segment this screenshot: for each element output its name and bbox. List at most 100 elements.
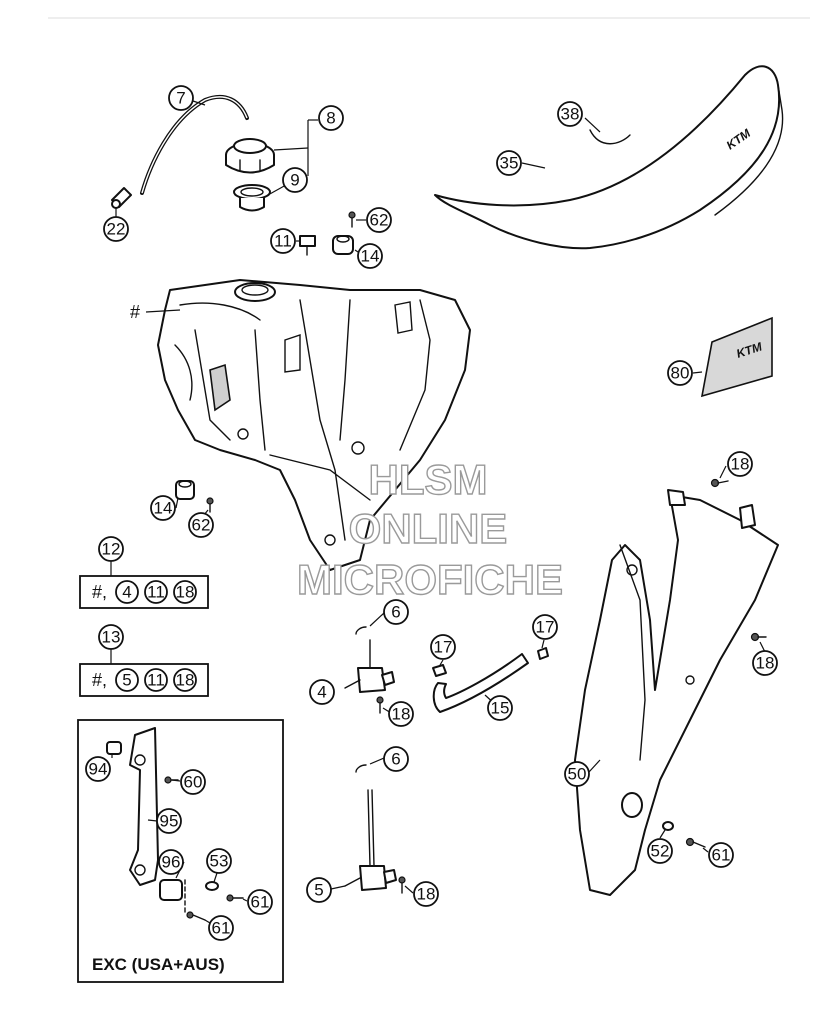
rubber-buffer xyxy=(159,879,183,901)
callout-6-lower: 6 xyxy=(383,746,409,772)
svg-text:#,: #, xyxy=(92,670,107,690)
panel-screw-top xyxy=(710,478,729,488)
small-screw xyxy=(348,211,356,228)
svg-text:95: 95 xyxy=(160,812,179,831)
svg-text:MICROFICHE: MICROFICHE xyxy=(297,556,563,603)
callout-61-lower: 61 xyxy=(208,915,234,941)
svg-text:ONLINE: ONLINE xyxy=(349,505,508,552)
svg-text:6: 6 xyxy=(391,750,400,769)
svg-text:15: 15 xyxy=(491,699,510,718)
exc-box: EXC (USA+AUS) xyxy=(77,719,284,983)
callout-60: 60 xyxy=(180,769,206,795)
fuel-tap-lower xyxy=(344,764,397,891)
svg-text:18: 18 xyxy=(176,583,195,602)
callout-95: 95 xyxy=(156,808,182,834)
svg-text:94: 94 xyxy=(89,760,108,779)
svg-text:22: 22 xyxy=(107,220,126,239)
breather-hose xyxy=(140,94,249,195)
svg-text:18: 18 xyxy=(417,885,436,904)
callout-14-lower: 14 xyxy=(150,495,176,521)
ktm-sticker: KTM xyxy=(700,316,773,398)
svg-text:18: 18 xyxy=(756,654,775,673)
rubber-bush xyxy=(332,235,354,255)
svg-text:14: 14 xyxy=(361,247,380,266)
svg-text:4: 4 xyxy=(122,583,131,602)
mount-screw xyxy=(299,235,316,256)
svg-text:50: 50 xyxy=(568,765,587,784)
seat: KTM xyxy=(434,65,784,250)
svg-text:17: 17 xyxy=(536,618,555,637)
callout-15: 15 xyxy=(487,695,513,721)
svg-text:61: 61 xyxy=(251,893,270,912)
callout-5: 5 xyxy=(306,877,332,903)
callout-6-upper: 6 xyxy=(383,599,409,625)
svg-text:61: 61 xyxy=(212,919,231,938)
tap-screw-upper xyxy=(376,696,384,714)
fuel-tap-upper xyxy=(344,626,395,693)
callout-61-panel: 61 xyxy=(708,842,734,868)
callout-62-lower: 62 xyxy=(188,512,214,538)
svg-text:5: 5 xyxy=(314,881,323,900)
rubber-bush-lower xyxy=(175,480,195,500)
callout-80: 80 xyxy=(667,360,693,386)
hose-clamp xyxy=(432,664,447,677)
callout-17-left: 17 xyxy=(430,634,456,660)
svg-text:#,: #, xyxy=(92,582,107,602)
callout-96: 96 xyxy=(158,849,184,875)
svg-text:13: 13 xyxy=(102,628,121,647)
callout-61-buffer: 61 xyxy=(247,889,273,915)
tank-marker: # xyxy=(130,302,140,322)
callout-18-panel: 18 xyxy=(752,650,778,676)
callout-38: 38 xyxy=(557,101,583,127)
panel-screw-bottom xyxy=(685,837,706,848)
svg-text:4: 4 xyxy=(317,683,326,702)
callout-62-upper: 62 xyxy=(366,207,392,233)
kit12-item-4: 4 xyxy=(115,580,139,604)
callout-53: 53 xyxy=(206,848,232,874)
washer xyxy=(205,881,219,891)
svg-text:38: 38 xyxy=(561,105,580,124)
callout-18-tap4: 18 xyxy=(388,701,414,727)
svg-text:5: 5 xyxy=(122,671,131,690)
tank-cap xyxy=(225,138,275,174)
hose-clamp-right xyxy=(537,647,549,660)
svg-text:11: 11 xyxy=(147,583,165,602)
svg-text:6: 6 xyxy=(391,603,400,622)
svg-text:62: 62 xyxy=(370,211,389,230)
svg-text:35: 35 xyxy=(500,154,519,173)
svg-text:60: 60 xyxy=(184,773,203,792)
svg-text:18: 18 xyxy=(392,705,411,724)
callout-12: 12 xyxy=(98,536,124,562)
svg-text:11: 11 xyxy=(147,671,165,690)
callout-50: 50 xyxy=(564,761,590,787)
buffer-screw-lower xyxy=(186,911,206,921)
cap-gasket xyxy=(233,184,271,212)
callout-4: 4 xyxy=(309,679,335,705)
svg-text:18: 18 xyxy=(731,455,750,474)
kit13-item-18: 18 xyxy=(173,668,197,692)
hose-fitting xyxy=(111,187,132,209)
bracket xyxy=(129,727,159,886)
callout-11-upper: 11 xyxy=(270,228,296,254)
callout-8: 8 xyxy=(318,105,344,131)
svg-text:HLSM: HLSM xyxy=(369,456,488,503)
svg-text:11: 11 xyxy=(274,232,292,251)
kit12-item-11: 11 xyxy=(144,580,168,604)
svg-text:96: 96 xyxy=(162,853,181,872)
callout-17-right: 17 xyxy=(532,614,558,640)
tap-screw-lower xyxy=(398,876,406,894)
fuel-hose xyxy=(432,653,529,713)
kit12-item-18: 18 xyxy=(173,580,197,604)
fuel-tank xyxy=(157,279,471,571)
svg-text:52: 52 xyxy=(651,842,670,861)
svg-text:18: 18 xyxy=(176,671,195,690)
callout-14-upper: 14 xyxy=(357,243,383,269)
callout-9: 9 xyxy=(282,167,308,193)
svg-text:61: 61 xyxy=(712,846,731,865)
kit13-item-11: 11 xyxy=(144,668,168,692)
svg-text:62: 62 xyxy=(192,516,211,535)
panel-washer xyxy=(662,821,674,831)
svg-text:12: 12 xyxy=(102,540,121,559)
buffer-screw xyxy=(226,894,244,902)
